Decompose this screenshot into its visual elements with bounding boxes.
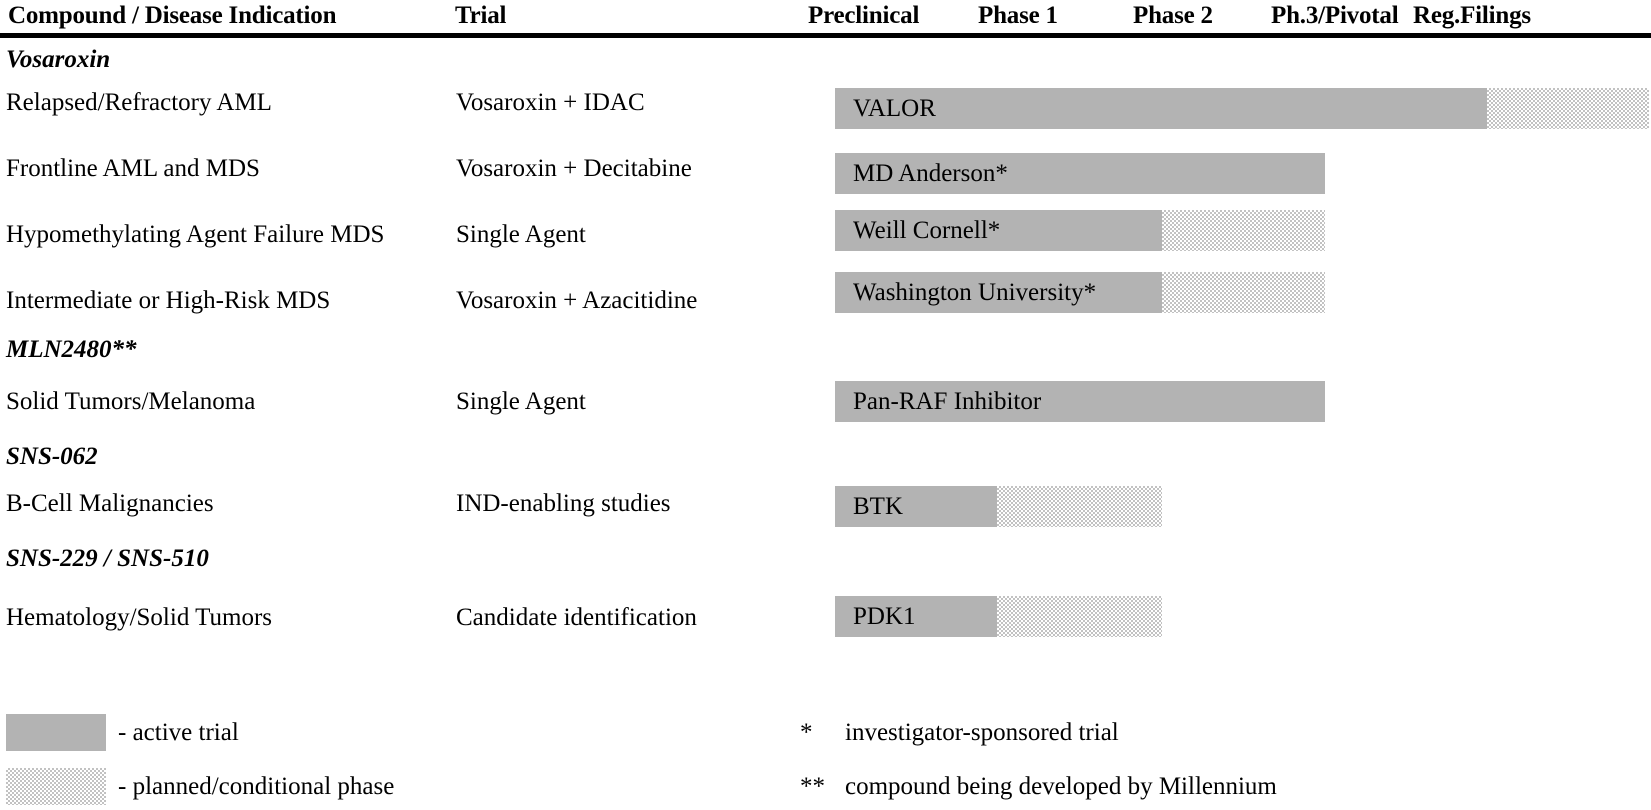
legend-label-planned-phase: - planned/conditional phase (118, 773, 395, 800)
compound-heading-sns-229-sns-510: SNS-229 / SNS-510 (6, 545, 209, 572)
bar-segment-active (835, 596, 997, 637)
bar-label: BTK (853, 493, 903, 520)
trial-ind-enabling-studies: IND-enabling studies (456, 490, 671, 517)
bar-segment-active (835, 486, 997, 527)
pipeline-bar-weill-cornell[interactable]: Weill Cornell* (835, 210, 1325, 251)
bar-segment-planned (997, 596, 1162, 637)
footnote-mark-double-asterisk: ** (800, 773, 825, 800)
bar-segment-active (835, 272, 1162, 313)
legend-label-active-trial: - active trial (118, 719, 239, 746)
bar-label: Weill Cornell* (853, 217, 1001, 244)
column-header-reg-filings: Reg.Filings (1413, 2, 1531, 29)
trial-candidate-identification: Candidate identification (456, 604, 697, 631)
indication-hematology-solid-tumors: Hematology/Solid Tumors (6, 604, 273, 631)
indication-relapsed-refractory-aml: Relapsed/Refractory AML (6, 89, 272, 116)
bar-segment-planned (1162, 272, 1325, 313)
indication-frontline-aml-mds: Frontline AML and MDS (6, 155, 260, 182)
legend-swatch-active-trial (6, 714, 106, 751)
bar-segment-active (835, 381, 1325, 422)
compound-heading-vosaroxin: Vosaroxin (6, 46, 111, 73)
bar-segment-active (835, 88, 1487, 129)
column-header-preclinical: Preclinical (808, 2, 920, 29)
pipeline-bar-md-anderson[interactable]: MD Anderson* (835, 153, 1325, 194)
column-header-trial: Trial (455, 2, 507, 29)
bar-segment-planned (997, 486, 1162, 527)
bar-segment-active (835, 153, 1325, 194)
compound-heading-mln2480: MLN2480** (6, 336, 137, 363)
column-header-compound: Compound / Disease Indication (8, 2, 337, 29)
indication-b-cell-malignancies: B-Cell Malignancies (6, 490, 214, 517)
pipeline-bar-pdk1[interactable]: PDK1 (835, 596, 1162, 637)
column-header-ph3-pivotal: Ph.3/Pivotal (1271, 2, 1399, 29)
column-header-phase-1: Phase 1 (978, 2, 1058, 29)
pipeline-bar-washington-university[interactable]: Washington University* (835, 272, 1325, 313)
pipeline-bar-valor[interactable]: VALOR (835, 88, 1649, 129)
trial-vosaroxin-azacitidine: Vosaroxin + Azacitidine (456, 287, 698, 314)
trial-vosaroxin-idac: Vosaroxin + IDAC (456, 89, 645, 116)
pipeline-bar-btk[interactable]: BTK (835, 486, 1162, 527)
trial-single-agent-mln2480: Single Agent (456, 388, 586, 415)
pipeline-bar-pan-raf-inhibitor[interactable]: Pan-RAF Inhibitor (835, 381, 1325, 422)
indication-intermediate-high-risk-mds: Intermediate or High-Risk MDS (6, 287, 331, 314)
indication-hypomethylating-agent-failure-mds: Hypomethylating Agent Failure MDS (6, 221, 385, 248)
column-header-phase-2: Phase 2 (1133, 2, 1213, 29)
indication-solid-tumors-melanoma: Solid Tumors/Melanoma (6, 388, 256, 415)
trial-vosaroxin-decitabine: Vosaroxin + Decitabine (456, 155, 692, 182)
table-header-row: Compound / Disease Indication Trial Prec… (0, 0, 1651, 33)
header-divider-rule (0, 33, 1651, 38)
bar-label: VALOR (853, 95, 936, 122)
compound-heading-sns-062: SNS-062 (6, 443, 98, 470)
bar-segment-active (835, 210, 1162, 251)
bar-label: Washington University* (853, 279, 1097, 306)
footnote-text-investigator-sponsored: investigator-sponsored trial (845, 719, 1119, 746)
bar-label: MD Anderson* (853, 160, 1008, 187)
legend-swatch-planned-phase (6, 768, 106, 805)
footnote-mark-single-asterisk: * (800, 719, 813, 746)
bar-label: Pan-RAF Inhibitor (853, 388, 1042, 415)
bar-label: PDK1 (853, 603, 916, 630)
bar-segment-planned (1487, 88, 1649, 129)
trial-single-agent-vosaroxin: Single Agent (456, 221, 586, 248)
footnote-text-millennium: compound being developed by Millennium (845, 773, 1277, 800)
bar-segment-planned (1162, 210, 1325, 251)
